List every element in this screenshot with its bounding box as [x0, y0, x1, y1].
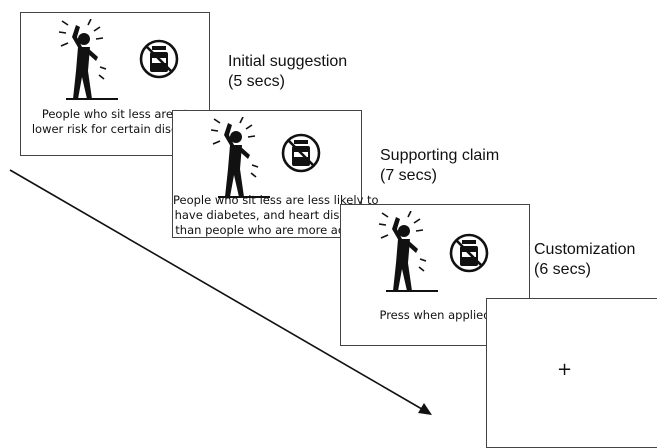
- slide-illustration: [378, 211, 489, 292]
- stretching-person-icon: [58, 19, 118, 100]
- slide-initial-suggestion: People who sit less are at lower risk fo…: [20, 12, 210, 156]
- caption-line: have diabetes, and heart diseas: [174, 208, 360, 222]
- caption-line: Press when applied: [379, 308, 491, 322]
- no-medication-icon: [449, 233, 489, 273]
- stretching-person-icon: [210, 117, 270, 198]
- slide-fixation: +: [486, 298, 657, 448]
- slide-caption: People who sit less are less likely to h…: [173, 193, 379, 238]
- timeline-arrow: [9, 169, 432, 415]
- stage-name: Customization: [534, 241, 636, 258]
- slide-caption: Press when applied: [341, 308, 529, 323]
- stretching-person-icon: [378, 211, 438, 292]
- stage-duration: (6 secs): [534, 261, 591, 278]
- slide-illustration: [58, 19, 179, 100]
- no-medication-icon: [281, 133, 321, 173]
- stage-name: Supporting claim: [380, 147, 500, 164]
- slide-supporting-claim: People who sit less are less likely to h…: [172, 110, 379, 238]
- stage-label-customization: Customization (6 secs): [534, 240, 635, 280]
- slide-illustration: [210, 117, 321, 198]
- no-medication-icon: [139, 39, 179, 79]
- stage-label-initial-suggestion: Initial suggestion (5 secs): [228, 52, 347, 92]
- slide-caption: People who sit less are at lower risk fo…: [21, 107, 209, 137]
- caption-line: than people who are more activ: [175, 223, 359, 237]
- stage-name: Initial suggestion: [228, 53, 348, 70]
- stage-duration: (7 secs): [380, 167, 437, 184]
- caption-line: People who sit less are at: [41, 107, 189, 121]
- stage-label-supporting-claim: Supporting claim (7 secs): [380, 146, 499, 186]
- caption-line: lower risk for certain disease: [31, 122, 199, 136]
- fixation-cross: +: [557, 359, 573, 380]
- caption-line: People who sit less are less likely to: [173, 193, 379, 207]
- stage-duration: (5 secs): [228, 73, 285, 90]
